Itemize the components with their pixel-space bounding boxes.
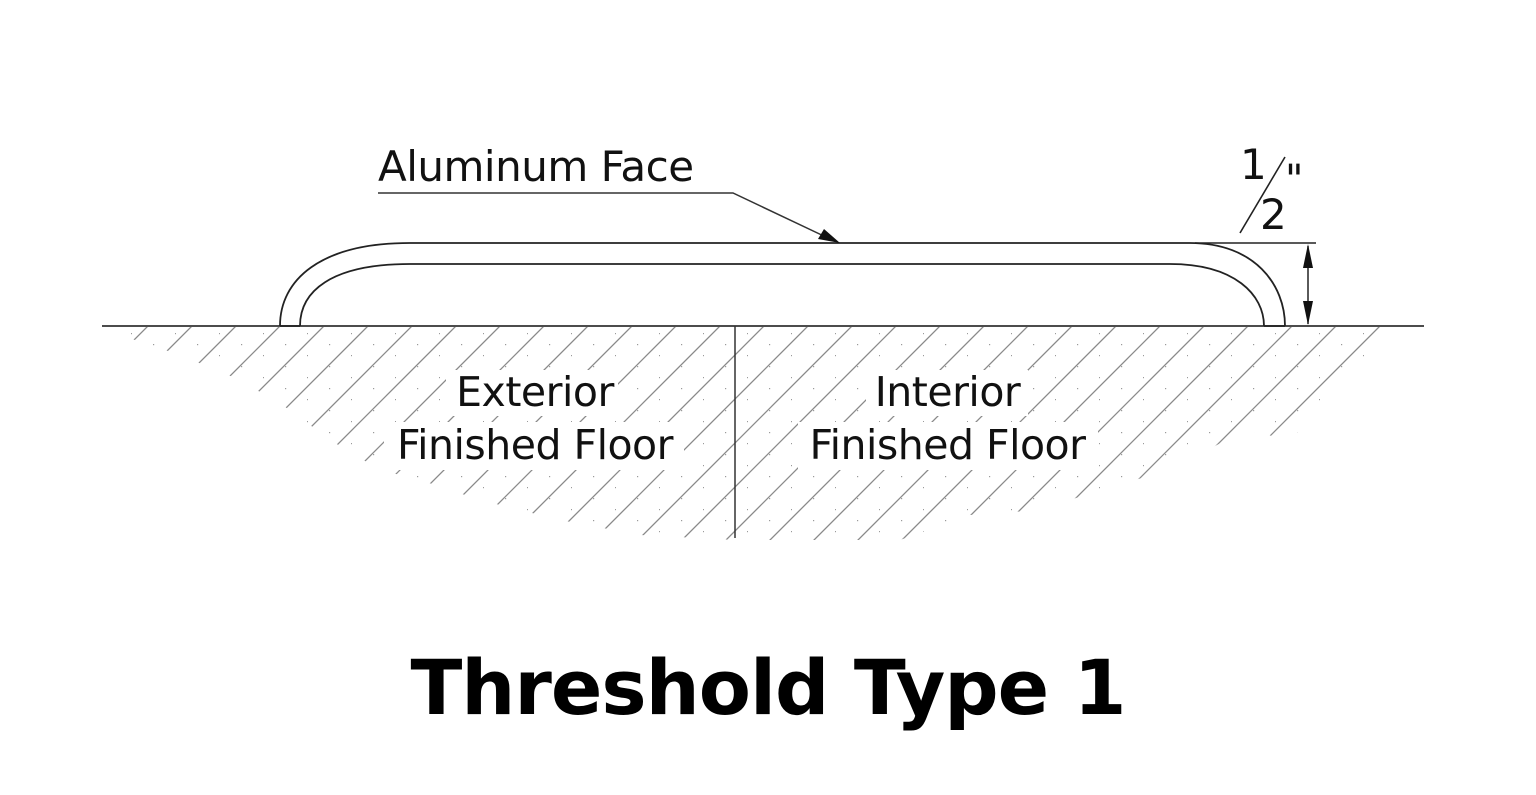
interior-label-mask-2 xyxy=(798,422,1098,470)
exterior-label-mask-2 xyxy=(384,422,684,470)
ground-hatching xyxy=(104,327,1395,540)
interior-line1: Interior xyxy=(874,368,1021,416)
exterior-line1: Exterior xyxy=(456,368,614,416)
aluminum-face-leader xyxy=(378,192,840,243)
dimension-denominator: 2 xyxy=(1260,190,1287,239)
exterior-finished-floor-label: Exterior Finished Floor xyxy=(380,366,690,472)
threshold-profile xyxy=(279,242,1286,327)
height-dimension xyxy=(1195,156,1316,325)
dimension-numerator: 1 xyxy=(1240,140,1267,189)
drawing-title: Threshold Type 1 xyxy=(410,643,1126,732)
exterior-line2: Finished Floor xyxy=(397,421,674,469)
dimension-inch-mark: " xyxy=(1285,157,1304,203)
interior-label-mask xyxy=(866,370,1028,416)
exterior-label-mask xyxy=(446,370,618,416)
aluminum-face-label: Aluminum Face xyxy=(378,142,694,191)
interior-finished-floor-label: Interior Finished Floor xyxy=(795,366,1100,472)
interior-line2: Finished Floor xyxy=(809,421,1087,469)
